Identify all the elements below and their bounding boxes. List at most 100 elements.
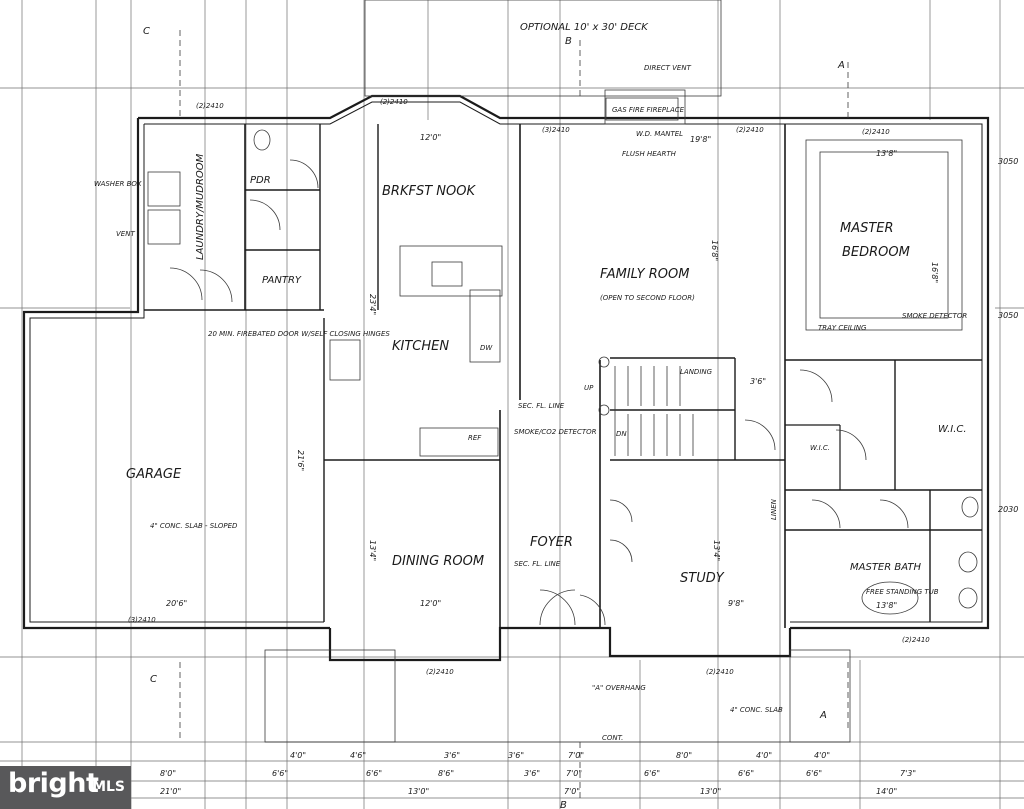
room-label-powder: PDR xyxy=(250,175,271,186)
dim-bottom-1-5: 7'0" xyxy=(568,751,584,760)
dim-kitchen-depth: 23'4" xyxy=(368,294,377,315)
dim-side-right-2: 3050 xyxy=(998,311,1018,320)
dim-bottom-3-5: 13'0" xyxy=(700,787,721,796)
note-direct-vent: DIRECT VENT xyxy=(644,64,692,72)
dim-bottom-2-8: 6'6" xyxy=(806,769,822,778)
dim-bottom-1-7: 4'0" xyxy=(756,751,772,760)
room-label-dining: DINING ROOM xyxy=(392,554,484,569)
room-label-kitchen: KITCHEN xyxy=(392,339,449,354)
note-slab-garage: 4" CONC. SLAB - SLOPED xyxy=(150,522,238,530)
room-label-master-bath: MASTER BATH xyxy=(850,562,921,573)
room-label-garage: GARAGE xyxy=(126,467,182,482)
window-tag-9: (2)2410 xyxy=(902,636,930,644)
dim-bottom-2-4: 3'6" xyxy=(524,769,540,778)
dim-garage-width: 20'6" xyxy=(166,599,187,608)
dim-bottom-1-8: 4'0" xyxy=(814,751,830,760)
room-label-family: FAMILY ROOM xyxy=(600,267,689,282)
room-label-foyer: FOYER xyxy=(530,535,573,550)
bottom-dimension-row-2: 6'6" 6'6" 8'6" 3'6" 7'0" 6'6" 6'6" 6'6" … xyxy=(272,769,916,778)
window-tag-6: (3)2410 xyxy=(128,616,156,624)
note-linen: LINEN xyxy=(770,498,778,520)
note-slab-porch: 4" CONC. SLAB xyxy=(730,706,783,714)
section-marker-c-top: C xyxy=(143,26,150,37)
window-tag-8: (2)2410 xyxy=(706,668,734,676)
section-marker-b-bottom: B xyxy=(560,800,567,809)
dim-master-width: 13'8" xyxy=(876,149,897,158)
dim-garage-depth: 21'6" xyxy=(296,450,305,471)
watermark-mls: MLS xyxy=(92,779,125,795)
room-label-laundry: LAUNDRY/MUDROOM xyxy=(195,153,206,260)
note-gas-fireplace: GAS FIRE FIREPLACE xyxy=(612,106,685,114)
room-label-pantry: PANTRY xyxy=(262,275,302,286)
exterior-walls xyxy=(22,94,990,662)
window-tag-7: (2)2410 xyxy=(426,668,454,676)
dim-study-depth: 13'4" xyxy=(712,540,721,561)
room-label-breakfast: BRKFST NOOK xyxy=(382,184,476,199)
stair-up-label: UP xyxy=(584,384,594,392)
window-tag-4: (2)2410 xyxy=(736,126,764,134)
interior-walls xyxy=(144,124,982,628)
window-tag-1: (2)2410 xyxy=(196,102,224,110)
dim-study-width: 9'8" xyxy=(728,599,744,608)
door-swings xyxy=(169,159,909,626)
section-marker-c-bottom: C xyxy=(150,674,157,685)
dim-breakfast: 12'0" xyxy=(420,133,441,142)
bottom-dimension-row-3: 8'0" 21'0" 13'0" 7'0" 13'0" 14'0" xyxy=(160,769,897,796)
note-tray-ceiling: TRAY CEILING xyxy=(818,324,867,332)
room-label-master-bedroom-1: MASTER xyxy=(840,221,894,236)
dim-dining-width: 12'0" xyxy=(420,599,441,608)
stair-dn-label: DN xyxy=(616,430,627,438)
dim-bottom-2-9: 7'3" xyxy=(900,769,916,778)
note-fire-door: 20 MIN. FIREBATED DOOR W/SELF CLOSING HI… xyxy=(208,330,390,338)
family-room-note: (OPEN TO SECOND FLOOR) xyxy=(600,294,695,302)
section-lines xyxy=(179,30,849,800)
window-tag-5: (2)2410 xyxy=(862,128,890,136)
note-washer: WASHER BOX xyxy=(94,180,142,188)
fixtures xyxy=(147,97,979,615)
bottom-dimension-row-1: 4'0" 4'6" 3'6" 3'6" 7'0" 8'0" 4'0" 4'0" xyxy=(290,751,830,760)
stairs xyxy=(614,366,694,456)
room-label-study: STUDY xyxy=(680,571,725,586)
dim-side-right-1: 3050 xyxy=(998,157,1018,166)
deck-note: OPTIONAL 10' x 30' DECK xyxy=(520,22,649,33)
note-dw: DW xyxy=(480,344,493,352)
dim-bottom-2-6: 6'6" xyxy=(644,769,660,778)
note-vent: VENT xyxy=(116,230,135,238)
dim-master-bath: 13'8" xyxy=(876,601,897,610)
dim-family-width: 19'8" xyxy=(690,135,711,144)
window-tag-2: (2)2410 xyxy=(380,98,408,106)
room-label-master-bedroom-2: BEDROOM xyxy=(842,245,910,260)
dim-bottom-1-1: 4'0" xyxy=(290,751,306,760)
dim-bottom-3-6: 14'0" xyxy=(876,787,897,796)
landing-label: LANDING xyxy=(680,368,713,376)
note-smoke-detector: SMOKE DETECTOR xyxy=(902,312,967,320)
dim-bottom-3-4: 7'0" xyxy=(564,787,580,796)
dim-bottom-3-2: 21'0" xyxy=(160,787,181,796)
dim-bottom-1-4: 3'6" xyxy=(508,751,524,760)
section-marker-a-top: A xyxy=(837,60,845,71)
dim-bottom-2-7: 6'6" xyxy=(738,769,754,778)
note-sec-fl-line-1: SEC. FL. LINE xyxy=(518,402,565,410)
dim-bottom-2-5: 7'0" xyxy=(566,769,582,778)
deck-outline xyxy=(264,0,851,743)
dim-landing: 3'6" xyxy=(750,377,766,386)
dim-bottom-2-1: 6'6" xyxy=(272,769,288,778)
note-overhang: "A" OVERHANG xyxy=(592,684,646,692)
dim-bottom-2-2: 6'6" xyxy=(366,769,382,778)
note-smoke-co: SMOKE/CO2 DETECTOR xyxy=(514,428,597,436)
note-flush-hearth: FLUSH HEARTH xyxy=(622,150,677,158)
note-free-standing-tub: FREE STANDING TUB xyxy=(866,588,939,596)
note-sec-fl-line-2: SEC. FL. LINE xyxy=(514,560,561,568)
dim-bottom-1-6: 8'0" xyxy=(676,751,692,760)
section-marker-b-top: B xyxy=(565,36,572,47)
dim-bottom-3-1: 8'0" xyxy=(160,769,176,778)
note-ref: REF xyxy=(468,434,482,442)
dim-bottom-2-3: 8'6" xyxy=(438,769,454,778)
section-marker-a-bottom: A xyxy=(819,710,827,721)
dim-dining-depth: 13'4" xyxy=(368,540,377,561)
note-wd-mantel: W.D. MANTEL xyxy=(636,130,683,138)
dim-side-right-3: 2030 xyxy=(998,505,1018,514)
room-label-wic-small: W.I.C. xyxy=(810,444,830,452)
